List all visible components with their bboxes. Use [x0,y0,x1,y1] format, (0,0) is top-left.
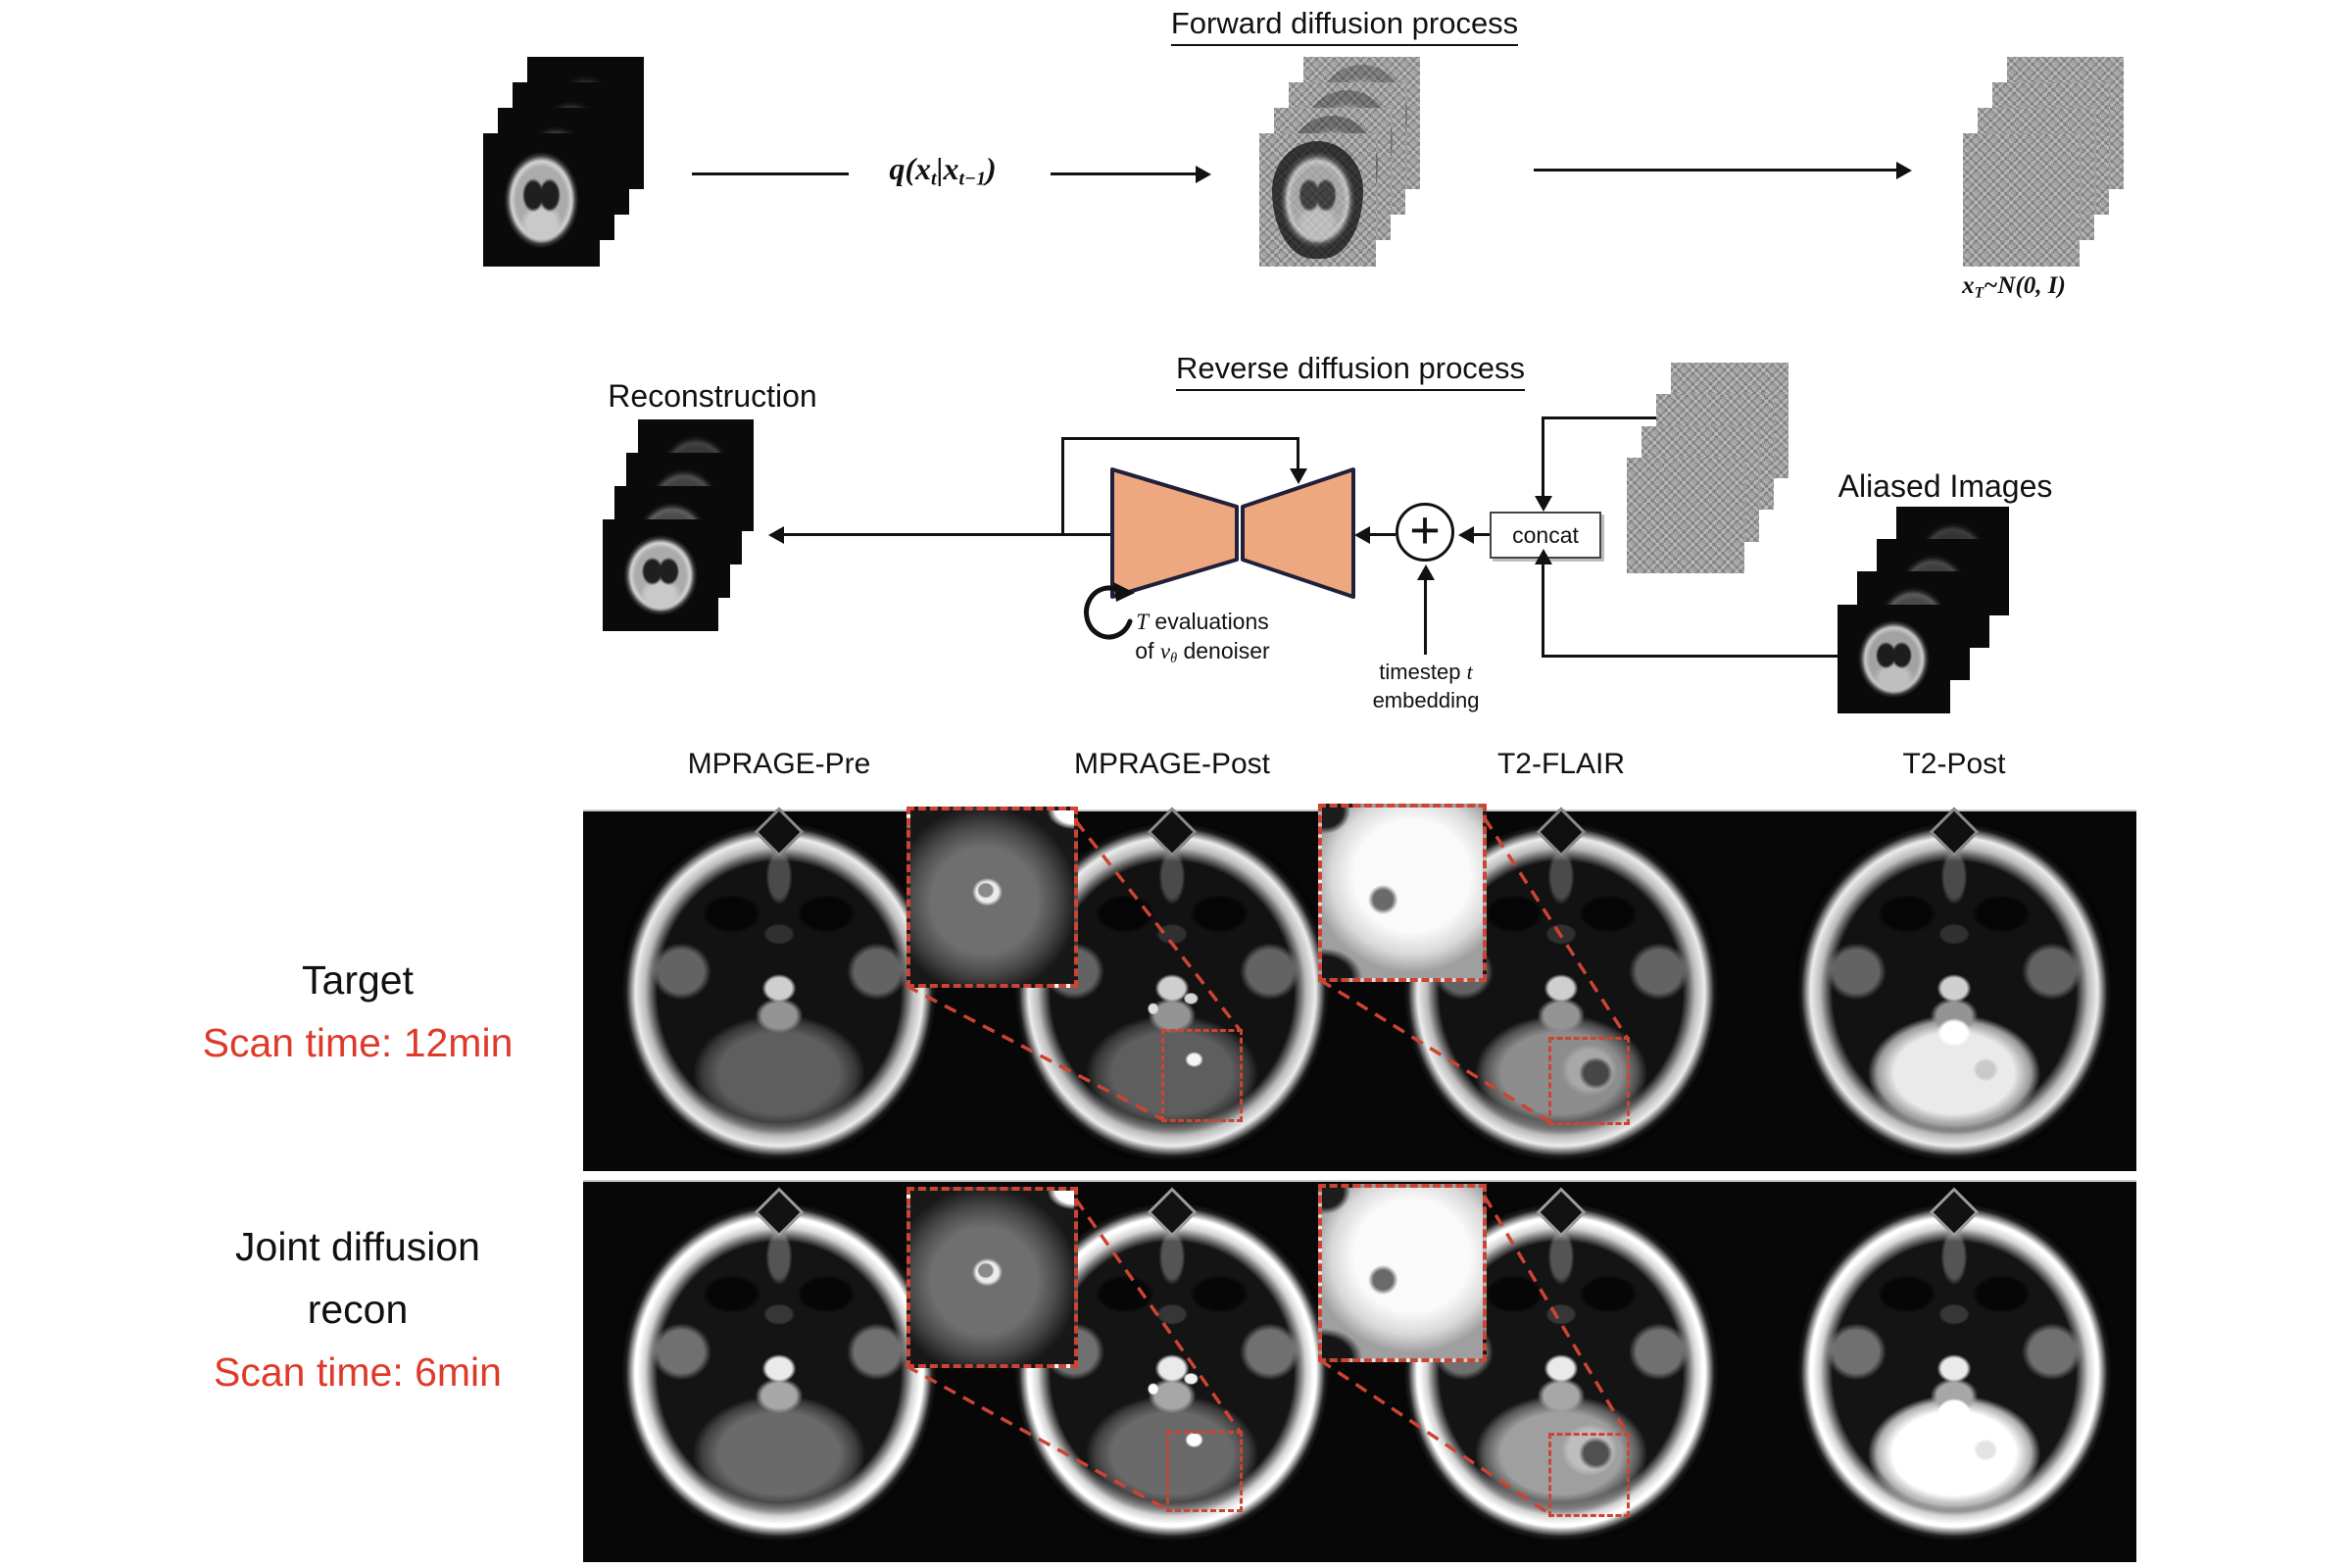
zoom-inset-mprage-post-target [906,807,1078,988]
timestep-label-line2: embedding [1372,688,1480,712]
column-header-mprage-pre: MPRAGE-Pre [687,748,871,780]
aliased-image-stack [1838,507,2009,713]
arrowhead-up-icon [1534,549,1552,564]
arrowhead-down-icon [1534,496,1552,512]
reverse-section-title: Reverse diffusion process [1154,351,1546,391]
mri-recon-t2-post [1796,1202,2112,1542]
output-arrow-segment [784,533,1112,536]
loop-cycle-icon [1084,582,1135,640]
reconstruction-stack [603,419,754,631]
noise-frame [1627,458,1744,573]
arrowhead-left-icon [1354,525,1370,544]
forward-arrow-segment [692,172,849,175]
brain-slice-image [1849,611,1938,708]
timestep-label-line1: timestep t [1379,660,1473,684]
reconstruction-label: Reconstruction [608,378,817,414]
loop-drop-segment [1297,437,1299,470]
zoom-inset-t2-flair-recon [1318,1184,1487,1362]
arrowhead-right-icon [1196,165,1211,183]
mri-target-t2-post [1796,822,2112,1161]
arrowhead-left-icon [1458,525,1474,544]
arrowhead-down-icon [1289,468,1307,484]
zoom-region-box-mprage-post-target [1161,1029,1243,1122]
zoom-region-box-t2-flair-recon [1548,1433,1630,1517]
loop-riser-segment [1061,440,1064,535]
mri-slice-frame [1838,605,1950,713]
loop-top-segment [1061,437,1299,440]
column-header-mprage-post: MPRAGE-Post [1073,748,1271,780]
noised-image-stack [1259,57,1421,267]
noise-to-concat-segment [1542,416,1666,419]
noise-frame [1963,133,2080,267]
forward-arrow-segment [1051,172,1196,175]
brain-slice-image [1272,141,1363,259]
row-label-target: Target Scan time: 12min [202,957,514,1065]
pure-noise-stack [1963,57,2125,267]
noise-distribution-label: xT~N(0, I) [1962,272,2066,302]
noise-to-concat-segment [1542,416,1544,500]
aliased-images-label: Aliased Images [1838,468,2053,504]
zoom-inset-mprage-post-recon [906,1187,1078,1368]
column-header-t2-post: T2-Post [1902,748,2006,780]
zoom-region-box-mprage-post-recon [1166,1431,1243,1512]
unet-denoiser [1110,467,1355,599]
mri-recon-mprage-pre [621,1202,937,1542]
zoom-inset-t2-flair-target [1318,804,1487,982]
aliased-to-concat-segment [1542,655,1840,658]
aliased-to-concat-segment [1542,563,1544,657]
noisy-slice-frame [1259,133,1376,267]
arrowhead-left-icon [768,525,784,544]
unet-caption-line1: T evaluations [1136,609,1269,634]
concat-to-plus-segment [1472,533,1490,536]
plus-node: + [1396,503,1454,562]
mri-slice-frame [483,133,600,267]
plus-to-unet-segment [1368,533,1396,536]
column-header-t2-flair: T2-FLAIR [1496,748,1626,780]
mri-slice-frame [603,519,718,631]
arrowhead-up-icon [1416,564,1435,580]
brain-slice-image [496,141,587,259]
forward-arrow-segment [1534,169,1896,172]
forward-transition-formula: q(xt|xt−1) [889,151,997,190]
reverse-noise-stack [1627,363,1788,573]
input-image-stack [483,57,645,267]
forward-section-title: Forward diffusion process [1149,6,1541,46]
row-label-joint-diffusion: Joint diffusion recon Scan time: 6min [214,1224,502,1395]
unet-caption-line2: of vθ denoiser [1135,638,1270,666]
mri-target-mprage-pre [621,822,937,1161]
zoom-region-box-t2-flair-target [1548,1037,1630,1125]
brain-slice-image [614,525,707,625]
timestep-arrow-segment [1424,578,1427,655]
arrowhead-right-icon [1896,161,1912,179]
